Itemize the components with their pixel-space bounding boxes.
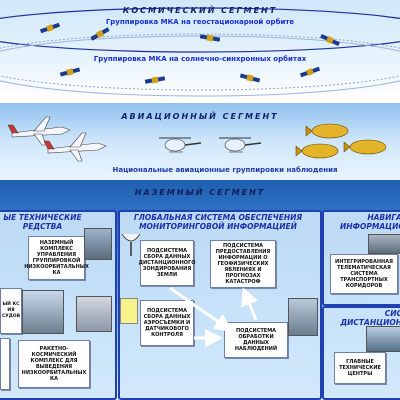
telematic-system-box: ИНТЕГРИРОВАННАЯ ТЕЛЕМАТИЧЕСКАЯ СИСТЕМА Т… [330,254,398,294]
arrow-icon [169,286,233,332]
remote-system-title-line2: ДИСТАНЦИОН [340,318,400,327]
satellite-icon [239,73,261,83]
technical-means-title-line1: ЫЕ ТЕХНИЧЕСКИЕ [3,213,82,222]
satellite-icon [144,76,166,84]
satellite-icon [90,27,110,41]
navigation-info-title-line1: НАВИГА [367,213,400,222]
rocket-space-complex-box: РАКЕТНО-КОСМИЧЕСКИЙ КОМПЛЕКС ДЛЯ ВЫВЕДЕН… [18,340,90,388]
satellite-icon [39,22,61,34]
sso-orbit-ellipse [0,33,400,91]
sso-orbit-ellipse-2 [0,35,400,97]
server-room-image [288,298,318,336]
control-center-image [84,228,112,260]
airship-icon [343,139,387,155]
global-monitoring-title: ГЛОБАЛЬНАЯ СИСТЕМА ОБЕСПЕЧЕНИЯ МОНИТОРИН… [122,213,314,231]
ground-segment-title: НАЗЕМНЫЙ СЕГМЕНТ [134,188,266,197]
remote-sensing-subsystem-box: ПОДСИСТЕМА СБОРА ДАННЫХ ДИСТАНЦИОННОГО З… [139,240,195,286]
technical-means-title: ЫЕ ТЕХНИЧЕСКИЕ РЕДСТВА [0,213,85,231]
global-monitoring-title-line2: МОНИТОРИНГОВОЙ ИНФОРМАЦИЕЙ [139,222,297,231]
satellite-icon [320,33,340,47]
technical-center-image [366,326,400,352]
antenna-icon [121,233,141,256]
navigation-info-title-line2: ИНФОРМАЦИО [340,222,400,231]
ship-image [22,290,64,334]
aviation-segment [0,103,400,180]
geo-orbit-ellipse [0,7,400,53]
airplane-icon [43,132,107,162]
remote-system-title: СИС ДИСТАНЦИОН [340,309,400,327]
geo-orbit-label: Группировка МКА на геостационарной орбит… [105,18,295,26]
helicopter-icon [219,137,262,153]
partial-box [0,338,10,390]
technical-means-title-line2: РЕДСТВА [22,222,63,231]
ship-complex-box: ЫЙ КС ИЯ СУДОВ [0,288,22,334]
airship-icon [305,123,349,139]
satellite-icon [299,66,321,78]
aerial-survey-subsystem-box: ПОДСИСТЕМА СБОРА ДАННЫХ АЭРОСЪЕМКИ И ДАТ… [140,300,194,346]
aviation-segment-title: АВИАЦИОННЫЙ СЕГМЕНТ [121,112,279,121]
aviation-groups-label: Национальные авиационные группировки наб… [112,166,338,174]
satellite-icon [199,34,221,42]
remote-system-title-line1: СИС [384,309,400,318]
airship-icon [295,143,339,159]
launch-complex-image [76,296,112,332]
arrow-icon [241,287,258,321]
aircraft [7,116,387,162]
truck-image [368,234,400,254]
space-segment [0,0,400,100]
navigation-info-title: НАВИГА ИНФОРМАЦИО [340,213,400,231]
ground-control-complex-box: НАЗЕМНЫЙ КОМПЛЕКС УПРАВЛЕНИЯ ГРУППИРОВКО… [24,236,89,280]
flow-arrows [169,286,258,347]
sensor-image [120,298,138,324]
helicopter-icon [159,137,202,153]
main-technical-centers-box: ГЛАВНЫЕ ТЕХНИЧЕСКИЕ ЦЕНТРЫ [334,352,386,384]
orbit-lines [0,7,400,97]
data-processing-subsystem-box: ПОДСИСТЕМА ОБРАБОТКИ ДАННЫХ НАБЛЮДЕНИЙ [224,322,288,358]
airplane-icon [7,116,71,146]
satellite-icon [59,67,81,77]
satellites [39,22,340,84]
sso-orbit-label: Группировка МКА на солнечно-синхронных о… [93,55,307,63]
global-monitoring-title-line1: ГЛОБАЛЬНАЯ СИСТЕМА ОБЕСПЕЧЕНИЯ [133,213,303,222]
space-segment-title: КОСМИЧЕСКИЙ СЕГМЕНТ [122,6,278,15]
info-provision-subsystem-box: ПОДСИСТЕМА ПРЕДОСТАВЛЕНИЯ ИНФОРМАЦИИ О Г… [210,240,276,288]
